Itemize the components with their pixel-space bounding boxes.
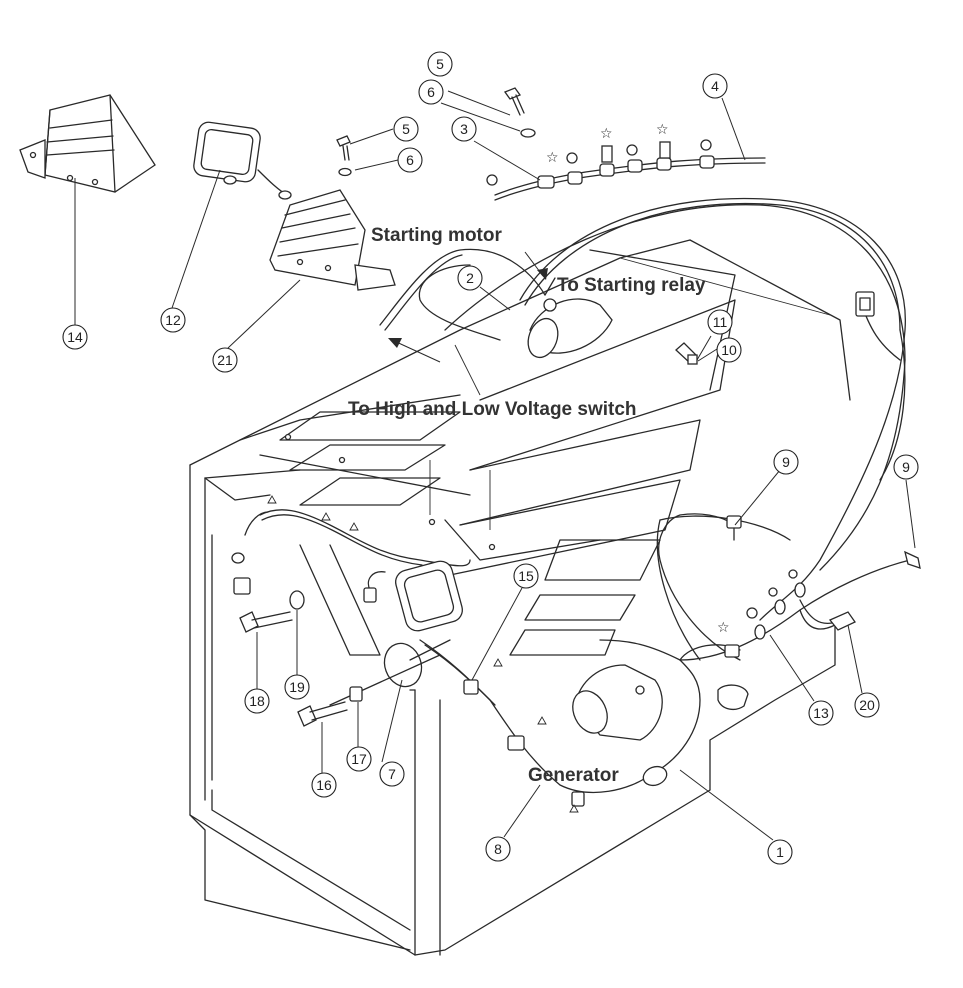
machine-body (189, 239, 851, 956)
svg-text:14: 14 (67, 329, 83, 345)
svg-text:5: 5 (436, 56, 444, 72)
svg-text:2: 2 (466, 270, 474, 286)
work-lamp-12 (193, 121, 292, 200)
text-labels: Starting motor To Starting relay To High… (348, 225, 706, 786)
svg-text:17: 17 (351, 751, 367, 767)
label-generator: Generator (528, 765, 619, 786)
lamp-bracket-21 (269, 189, 396, 291)
svg-text:3: 3 (460, 121, 468, 137)
callout-10: 10 (716, 337, 742, 363)
svg-text:15: 15 (518, 568, 534, 584)
callout-6-top: 6 (418, 79, 444, 105)
callout-8: 8 (485, 836, 511, 862)
label-starting-motor: Starting motor (371, 225, 502, 246)
svg-text:6: 6 (406, 152, 414, 168)
callout-13: 13 (808, 700, 834, 726)
right-connector (855, 291, 875, 317)
svg-text:☆: ☆ (717, 620, 730, 636)
svg-text:8: 8 (494, 841, 502, 857)
label-to-hv-switch: To High and Low Voltage switch (348, 399, 637, 420)
left-hardware (231, 552, 377, 727)
callout-12: 12 (160, 307, 186, 333)
triangle-markers (267, 495, 579, 813)
svg-text:☆: ☆ (600, 126, 613, 142)
svg-text:20: 20 (859, 697, 875, 713)
callout-17: 17 (346, 746, 372, 772)
bolt-and-washer-top (336, 87, 536, 177)
center-panel-parts (329, 560, 585, 807)
starting-motor-2 (527, 277, 613, 359)
svg-text:21: 21 (217, 352, 233, 368)
callout-9-right: 9 (893, 454, 919, 480)
callouts: 1 2 3 4 5 5 6 6 7 8 9 9 10 11 12 13 14 1… (62, 51, 919, 865)
svg-text:11: 11 (713, 314, 728, 330)
svg-text:4: 4 (711, 78, 719, 94)
clamps-13: ☆ (717, 569, 806, 711)
svg-text:1: 1 (776, 844, 784, 860)
callout-9-center: 9 (773, 449, 799, 475)
callout-6-left: 6 (397, 147, 423, 173)
callout-15: 15 (513, 563, 539, 589)
svg-text:9: 9 (782, 454, 790, 470)
label-to-starting-relay: To Starting relay (557, 275, 706, 296)
connector-9 (726, 515, 921, 569)
svg-text:6: 6 (427, 84, 435, 100)
svg-text:18: 18 (249, 693, 265, 709)
callout-4: 4 (702, 73, 728, 99)
svg-text:10: 10 (721, 342, 737, 358)
sender-20 (799, 599, 856, 631)
direction-arrows (388, 251, 548, 363)
callout-3: 3 (451, 116, 477, 142)
generator-body (572, 664, 668, 787)
callout-11: 11 (707, 309, 733, 335)
callout-1: 1 (767, 839, 793, 865)
svg-text:5: 5 (402, 121, 410, 137)
leader-lines (74, 90, 916, 841)
callout-14: 14 (62, 324, 88, 350)
svg-text:9: 9 (902, 459, 910, 475)
callout-2: 2 (457, 265, 483, 291)
callout-5-top: 5 (427, 51, 453, 77)
svg-text:☆: ☆ (656, 122, 669, 138)
callout-5-left: 5 (393, 116, 419, 142)
svg-text:12: 12 (165, 312, 181, 328)
callout-20: 20 (854, 692, 880, 718)
callout-7: 7 (379, 761, 405, 787)
callout-18: 18 (244, 688, 270, 714)
svg-text:16: 16 (316, 777, 332, 793)
svg-text:☆: ☆ (546, 150, 559, 166)
callout-19: 19 (284, 674, 310, 700)
lamp-guard-14 (19, 94, 156, 193)
top-harness: ☆ ☆ ☆ (486, 122, 766, 201)
callout-21: 21 (212, 347, 238, 373)
svg-text:13: 13 (813, 705, 829, 721)
svg-text:19: 19 (289, 679, 305, 695)
elbow-fitting-10-11 (675, 342, 698, 365)
svg-text:7: 7 (388, 766, 396, 782)
callout-16: 16 (311, 772, 337, 798)
step-plates (279, 249, 831, 656)
